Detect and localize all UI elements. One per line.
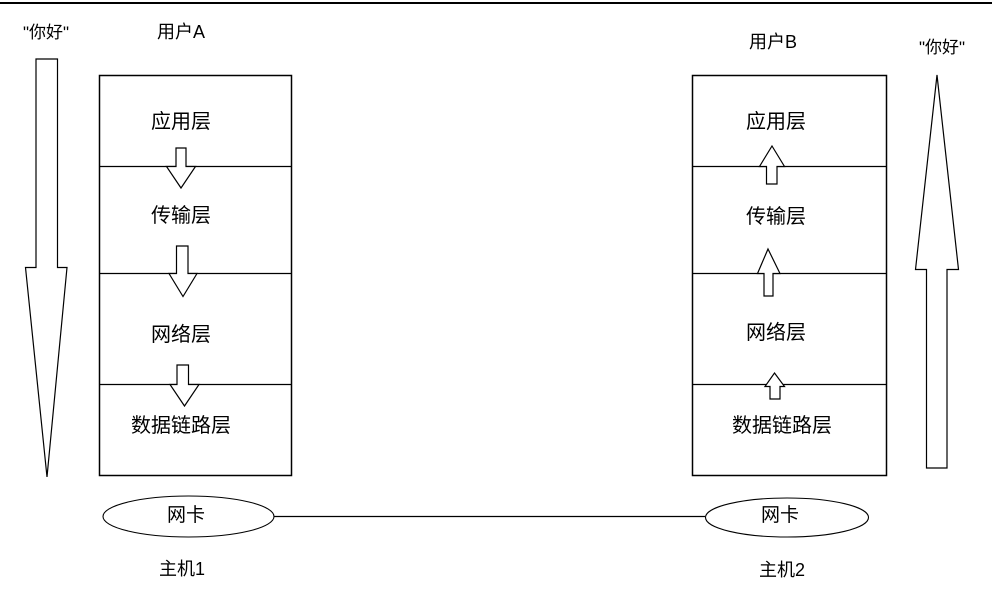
left-layer-network: 网络层 bbox=[151, 324, 211, 346]
top-border-line bbox=[0, 2, 992, 4]
up-arrow-icon bbox=[763, 371, 786, 400]
left-layer-transport: 传输层 bbox=[151, 205, 211, 227]
left-stack-box bbox=[98, 74, 293, 477]
up-arrow-icon bbox=[756, 247, 781, 297]
down-arrow-icon bbox=[167, 245, 199, 298]
left-nic-ellipse bbox=[102, 495, 275, 538]
host-1-label: 主机1 bbox=[158, 559, 205, 579]
right-stack-box bbox=[691, 74, 888, 477]
left-message-label: "你好" bbox=[22, 23, 70, 42]
user-a-label: 用户A bbox=[156, 22, 205, 42]
right-layer-transport: 传输层 bbox=[746, 206, 806, 228]
up-arrow-icon bbox=[758, 144, 786, 185]
right-layer-network: 网络层 bbox=[746, 322, 806, 344]
down-arrow-icon bbox=[165, 147, 197, 190]
right-layer-datalink: 数据链路层 bbox=[732, 415, 832, 437]
left-nic-label: 网卡 bbox=[166, 505, 205, 526]
right-nic-ellipse bbox=[704, 497, 870, 538]
down-arrow-icon bbox=[168, 364, 201, 408]
host-2-label: 主机2 bbox=[758, 560, 805, 580]
left-layer-datalink: 数据链路层 bbox=[131, 415, 231, 437]
message-flow-up-arrow-icon bbox=[914, 74, 960, 469]
right-layer-application: 应用层 bbox=[746, 111, 806, 133]
left-layer-application: 应用层 bbox=[151, 111, 211, 133]
right-nic-label: 网卡 bbox=[760, 505, 799, 526]
user-b-label: 用户B bbox=[748, 32, 797, 52]
right-message-label: "你好" bbox=[918, 38, 966, 57]
message-flow-down-arrow-icon bbox=[24, 58, 68, 478]
